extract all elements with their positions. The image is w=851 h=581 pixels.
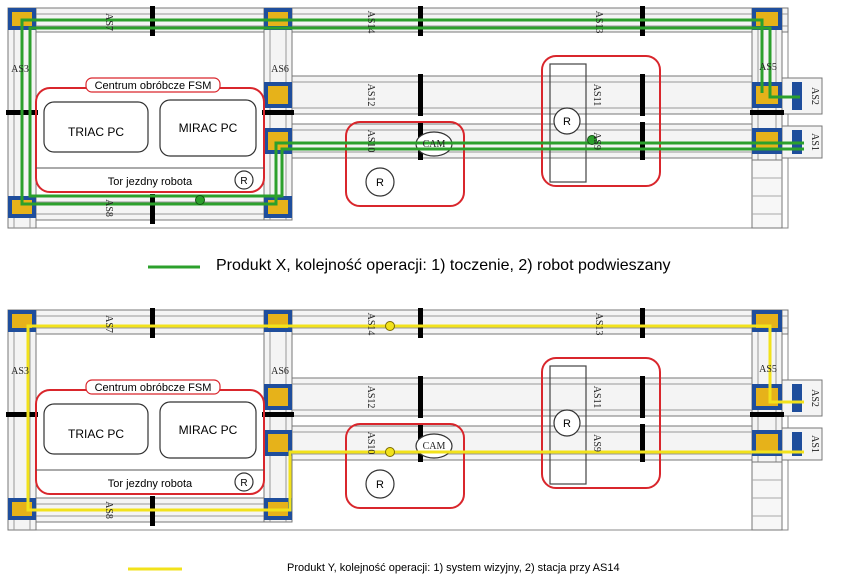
fsm-title-top: Centrum obróbcze FSM (95, 80, 212, 92)
legend-product-x: Produkt X, kolejność operacji: 1) toczen… (216, 257, 671, 274)
route-product-x (20, 18, 804, 206)
diagram-bottom: Centrum obróbcze FSM TRIAC PC MIRAC PC T… (5, 307, 823, 531)
station-as3-top: AS3 (11, 64, 29, 75)
route-product-y (26, 324, 804, 512)
triac-label-top: TRIAC PC (68, 125, 124, 139)
product-x-position-marker-2 (587, 135, 597, 145)
route-product-x-secondary (28, 26, 804, 198)
product-y-marker-vision (385, 447, 395, 457)
station-as11-bottom: AS11 (591, 386, 602, 408)
station-as2-bottom: AS2 (809, 389, 820, 407)
station-as7-bottom: AS7 (103, 315, 114, 333)
station-as8-top: AS8 (103, 199, 114, 217)
station-as5-bottom: AS5 (759, 364, 777, 375)
robot-track-label-bottom: Tor jezdny robota (108, 478, 193, 490)
station-as7-top: AS7 (103, 13, 114, 31)
station-as14-bottom: AS14 (365, 313, 376, 336)
station-as10-bottom: AS10 (365, 432, 376, 455)
station-as10-top: AS10 (365, 130, 376, 153)
station-as9-top: AS9 (591, 132, 602, 150)
station-as14-top: AS14 (365, 11, 376, 34)
robot-icon-as11-top: R (563, 116, 571, 128)
product-x-position-marker (195, 195, 205, 205)
station-as5-top: AS5 (759, 62, 777, 73)
station-as13-bottom: AS13 (593, 313, 604, 336)
station-as2-top: AS2 (809, 87, 820, 105)
triac-label-bottom: TRIAC PC (68, 427, 124, 441)
station-as3-bottom: AS3 (11, 366, 29, 377)
robot-track-label-top: Tor jezdny robota (108, 176, 193, 188)
robot-icon-as11-bottom: R (563, 418, 571, 430)
station-as1-bottom: AS1 (809, 435, 820, 453)
robot-icon-as10-bottom: R (376, 479, 384, 491)
robot-icon-fsm-top: R (240, 176, 247, 187)
station-as6-bottom: AS6 (271, 366, 289, 377)
station-as13-top: AS13 (593, 11, 604, 34)
station-as12-bottom: AS12 (365, 386, 376, 409)
legend-product-y: Produkt Y, kolejność operacji: 1) system… (287, 562, 620, 574)
station-as9-bottom: AS9 (591, 434, 602, 452)
conveyor-layout-bottom (5, 307, 823, 531)
diagram-top: Centrum obróbcze FSM TRIAC PC MIRAC PC T… (5, 5, 823, 229)
station-as6-top: AS6 (271, 64, 289, 75)
camera-label-bottom: CAM (423, 441, 446, 452)
station-as11-top: AS11 (591, 84, 602, 106)
fsm-title-bottom: Centrum obróbcze FSM (95, 382, 212, 394)
mirac-label-top: MIRAC PC (179, 121, 238, 135)
station-as8-bottom: AS8 (103, 501, 114, 519)
product-y-marker-as14 (385, 321, 395, 331)
robot-icon-fsm-bottom: R (240, 478, 247, 489)
camera-label-top: CAM (423, 139, 446, 150)
robot-icon-as10-top: R (376, 177, 384, 189)
station-as12-top: AS12 (365, 84, 376, 107)
mirac-label-bottom: MIRAC PC (179, 423, 238, 437)
station-as1-top: AS1 (809, 133, 820, 151)
